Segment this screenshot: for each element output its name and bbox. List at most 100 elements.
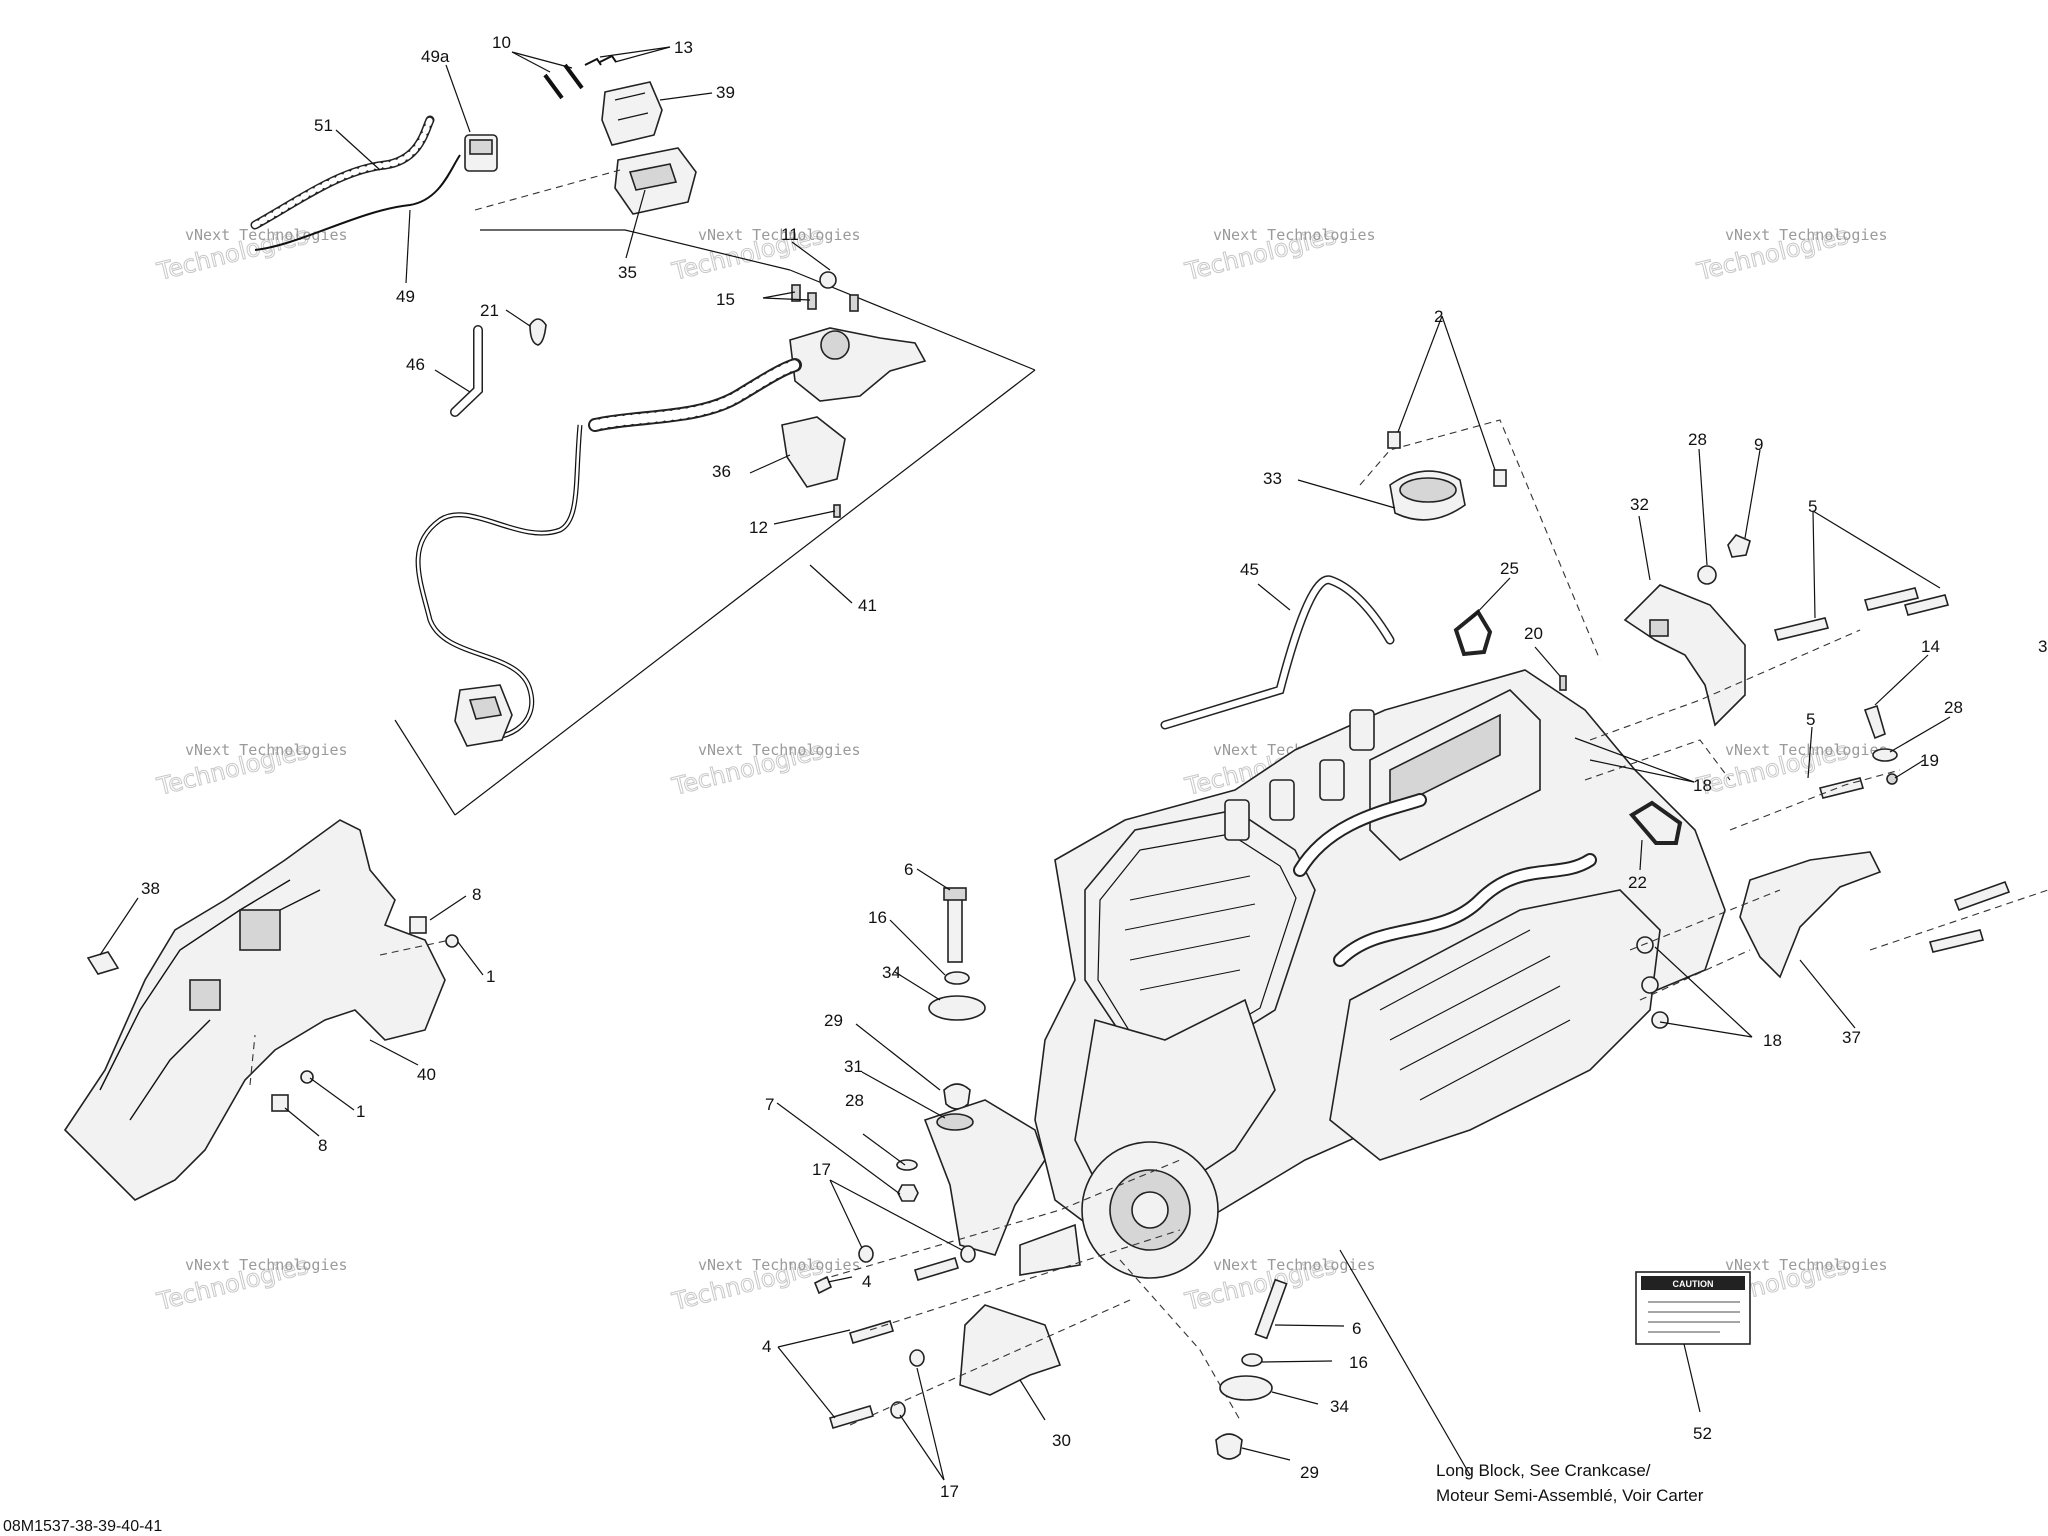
drawing-code: 08M1537-38-39-40-41 xyxy=(3,1518,162,1535)
svg-text:vNext Technologies: vNext Technologies xyxy=(1725,1256,1888,1274)
callout-4: 4 xyxy=(762,1337,771,1356)
damper-33-top xyxy=(1399,477,1457,503)
callout-28: 28 xyxy=(1688,430,1707,449)
injector xyxy=(1224,799,1250,841)
callout-9: 9 xyxy=(1754,435,1763,454)
engine-assembly xyxy=(1019,669,1726,1279)
callout-1: 1 xyxy=(356,1102,365,1121)
grommet-29-lower xyxy=(1215,1433,1243,1460)
corrugated-tube-ribs xyxy=(590,360,800,430)
assembly-line xyxy=(1639,949,1751,1001)
washer-16 xyxy=(944,971,970,985)
bracket-37 xyxy=(1739,851,1882,979)
bracket-32 xyxy=(1623,584,1746,727)
injector xyxy=(1319,759,1345,801)
callout-6: 6 xyxy=(1352,1319,1361,1338)
callout-18: 18 xyxy=(1693,776,1712,795)
callout-labels: 10 13 49a 39 51 49 35 11 15 21 46 36 12 … xyxy=(141,33,2047,1501)
group-41-outline-top xyxy=(480,229,791,271)
callout-17: 17 xyxy=(812,1160,831,1179)
intake-plenum xyxy=(1329,889,1661,1161)
screw-2-right xyxy=(1493,469,1507,487)
output-flange-center xyxy=(1131,1191,1169,1229)
washer-28-right xyxy=(1872,748,1898,762)
seal-ring-25 xyxy=(1453,608,1493,657)
assembly-line xyxy=(869,1229,1181,1331)
assembly-line xyxy=(1589,629,1861,741)
bolt-right xyxy=(1928,929,1985,953)
callout-49: 49 xyxy=(396,287,415,306)
callout-36: 36 xyxy=(712,462,731,481)
group-41-outline-diag xyxy=(454,369,1036,816)
assembly-line xyxy=(249,1034,256,1086)
screw-2-left xyxy=(1387,431,1401,449)
callout-16: 16 xyxy=(868,908,887,927)
assembly-line xyxy=(474,169,621,211)
injector xyxy=(1349,709,1375,751)
washer-16-lower xyxy=(1241,1353,1263,1367)
assembly-line xyxy=(819,1159,1181,1281)
elbow-hose-46-inner xyxy=(451,326,482,416)
harness-subassembly xyxy=(250,54,1036,816)
hose-45-inner xyxy=(1162,576,1393,728)
svg-text:vNext Technologies: vNext Technologies xyxy=(1213,226,1376,244)
cylinder-head-cover xyxy=(1084,809,1316,1061)
callout-22: 22 xyxy=(1628,873,1647,892)
intake-plenum-ribs xyxy=(1379,929,1571,1101)
connector-49a-face xyxy=(469,139,493,155)
callout-16: 16 xyxy=(1349,1353,1368,1372)
group-41-outline-left xyxy=(394,719,456,816)
bolt-9 xyxy=(1727,534,1751,558)
coolant-pipe-2-inner xyxy=(1335,855,1595,965)
callout-51: 51 xyxy=(314,116,333,135)
frame-bracket-40-group xyxy=(63,819,459,1201)
assembly-line xyxy=(1729,769,1901,831)
caution-header-text: CAUTION xyxy=(1673,1279,1714,1289)
callout-14: 14 xyxy=(1921,637,1940,656)
clamp-21 xyxy=(529,318,547,346)
svg-text:vNext Technologies: vNext Technologies xyxy=(1213,1256,1376,1274)
bolt-5 xyxy=(1903,594,1950,616)
frame-bracket-40 xyxy=(63,819,446,1201)
callout-15: 15 xyxy=(716,290,735,309)
gasket-22 xyxy=(1628,800,1683,845)
callout-34: 34 xyxy=(1330,1397,1349,1416)
washer-17 xyxy=(960,1245,976,1263)
callout-32: 32 xyxy=(1630,495,1649,514)
bolt-5-lower xyxy=(1818,777,1865,799)
assembly-line xyxy=(1869,889,2048,951)
caution-decal-52: CAUTION xyxy=(1635,1271,1751,1345)
frame-bracket-40-pocket xyxy=(239,909,281,951)
housing-top-39-detail xyxy=(614,92,649,121)
callout-17: 17 xyxy=(940,1482,959,1501)
bolt-14 xyxy=(1863,704,1886,740)
right-mounts xyxy=(1359,419,2048,1029)
callout-28: 28 xyxy=(845,1091,864,1110)
callout-10: 10 xyxy=(492,33,511,52)
svg-text:vNext Technologies: vNext Technologies xyxy=(698,226,861,244)
harness-wire-loop-inner xyxy=(416,424,582,739)
callout-28: 28 xyxy=(1944,698,1963,717)
grommet-29 xyxy=(943,1083,971,1110)
head-cover-ribs xyxy=(1124,875,1256,991)
sensor-cap xyxy=(820,330,850,360)
output-shaft xyxy=(1019,1223,1081,1276)
wire-49 xyxy=(254,154,461,251)
bolt-5 xyxy=(1773,617,1830,641)
hose-45 xyxy=(1160,575,1395,730)
housing-bottom-35-detail xyxy=(628,163,678,191)
callout-21: 21 xyxy=(480,301,499,320)
svg-text:vNext Technologies: vNext Technologies xyxy=(185,226,348,244)
nut-28 xyxy=(897,1184,919,1202)
callout-38: 38 xyxy=(141,879,160,898)
washer-17 xyxy=(909,1349,925,1367)
callout-52: 52 xyxy=(1693,1424,1712,1443)
washer-17 xyxy=(858,1245,874,1263)
leader-lines xyxy=(99,46,1951,1481)
